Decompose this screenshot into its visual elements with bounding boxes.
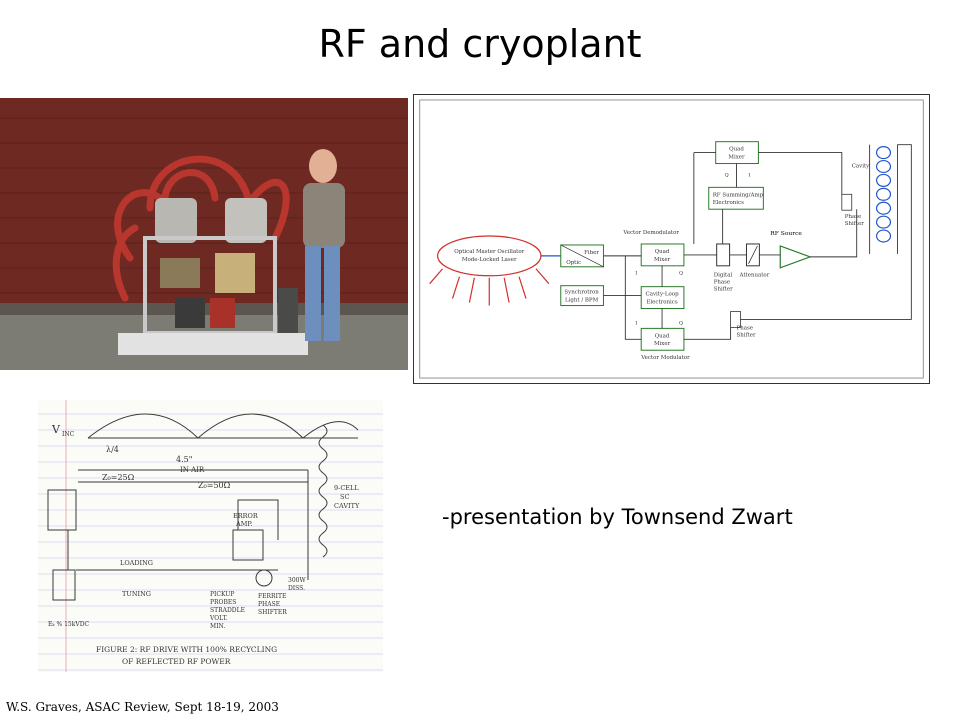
probes-label: PROBES (210, 599, 236, 606)
in-air-label: IN AIR (180, 466, 205, 474)
pickup-label: PICKUP (210, 591, 234, 598)
straddle-label: STRADDLE (210, 607, 245, 614)
port-q-bottom: Q (679, 320, 683, 326)
digital-label: Digital (714, 273, 733, 279)
min-label: MIN. (210, 623, 225, 630)
mixer-label-bottom: Mixer (654, 341, 671, 347)
rf-amplifier (779, 245, 812, 269)
port-i-mid: I (635, 271, 637, 277)
attenuator-label: Attenuator (739, 273, 770, 279)
dimension-label: 4.5" (176, 455, 192, 464)
shifter-label-bottom: Shifter (737, 332, 756, 338)
cell-label: 9-CELL (334, 484, 359, 492)
fiber-label: Fiber (584, 250, 599, 256)
master-oscillator-label: Optical Master Oscillator (454, 249, 524, 255)
shifter-sketch-label: SHIFTER (258, 609, 287, 616)
cavity-loop-electronics-label: Electronics (646, 300, 677, 306)
mixer-label-top: Mixer (728, 155, 745, 161)
z0-25-label: Z₀=25Ω (102, 473, 135, 482)
rf-source-label: RF Source (770, 230, 802, 237)
rf-summing-block: RF Summing/Amp Electronics (708, 186, 764, 210)
cavity-coil (875, 146, 892, 243)
error-label: ERROR (233, 512, 259, 520)
rf-summing-label: RF Summing/Amp (713, 192, 764, 198)
vector-demodulator-label: Vector Demodulator (622, 230, 679, 236)
port-q-top: Q (725, 172, 729, 178)
slide-footer: W.S. Graves, ASAC Review, Sept 18-19, 20… (6, 700, 279, 714)
cavity-loop-label: Cavity-Loop (646, 292, 680, 298)
diss-label: DISS. (288, 585, 305, 592)
sc-label: SC (340, 493, 349, 501)
lambda-label: λ/4 (106, 445, 119, 454)
phase-shifter-top: Phase Shifter (841, 193, 864, 227)
port-q-mid: Q (679, 271, 683, 277)
phase-label-bottom: Phase (737, 325, 753, 331)
ferrite-label: FERRITE (258, 593, 286, 600)
rf-drive-sketch: V INC λ/4 4.5" IN AIR Z₀=25Ω Z₀=50Ω 9-CE… (38, 400, 383, 672)
quad-label: Quad (655, 249, 670, 255)
power-label: 300W (288, 577, 306, 584)
bpm-label: Light / BPM (565, 298, 599, 304)
slide-title: RF and cryoplant (318, 22, 642, 66)
optic-label: Optic (566, 260, 581, 266)
figure-caption-line1: FIGURE 2: RF DRIVE WITH 100% RECYCLING (96, 645, 277, 654)
synchrotron-label: Synchrotron (564, 290, 599, 296)
ek-label: Eₖ % 15kVDC (48, 621, 89, 628)
shifter-label-top: Shifter (845, 221, 864, 227)
presenter-credit: -presentation by Townsend Zwart (442, 505, 793, 529)
phase-label-top: Phase (845, 214, 861, 220)
rf-electronics-label: Electronics (713, 200, 744, 206)
cavity-label: Cavity (852, 163, 870, 169)
mode-locked-laser-label: Mode-Locked Laser (462, 257, 517, 263)
port-i-top: I (748, 172, 750, 178)
cavity-sketch-label: CAVITY (334, 502, 360, 510)
quad-label-bottom: Quad (655, 333, 670, 339)
cryoplant-photo (0, 98, 408, 370)
z0-50-label: Z₀=50Ω (198, 481, 231, 490)
port-i-bottom: I (635, 320, 637, 326)
cavity-loop-block: Cavity-Loop Electronics (640, 286, 685, 310)
master-oscillator: Optical Master Oscillator Mode-Locked La… (429, 235, 550, 306)
rf-block-diagram: Optical Master Oscillator Mode-Locked La… (413, 94, 930, 384)
volt-label: VOLT. (209, 615, 228, 622)
tuning-label: TUNING (122, 590, 151, 598)
v-inc-label: V (51, 423, 61, 436)
v-inc-sub-label: INC (62, 431, 75, 438)
amp-label: AMP. (235, 520, 252, 528)
digital-phase-label: Phase (714, 280, 730, 286)
digital-shifter-label: Shifter (714, 287, 733, 293)
synchrotron-block: Synchrotron Light / BPM (560, 285, 604, 307)
loading-label: LOADING (120, 559, 153, 567)
figure-caption-line2: OF REFLECTED RF POWER (122, 657, 231, 666)
vector-modulator-label: Vector Modulator (640, 355, 690, 361)
mixer-label: Mixer (654, 257, 671, 263)
phase-sketch-label: PHASE (258, 601, 280, 608)
quad-label-top: Quad (729, 147, 744, 153)
